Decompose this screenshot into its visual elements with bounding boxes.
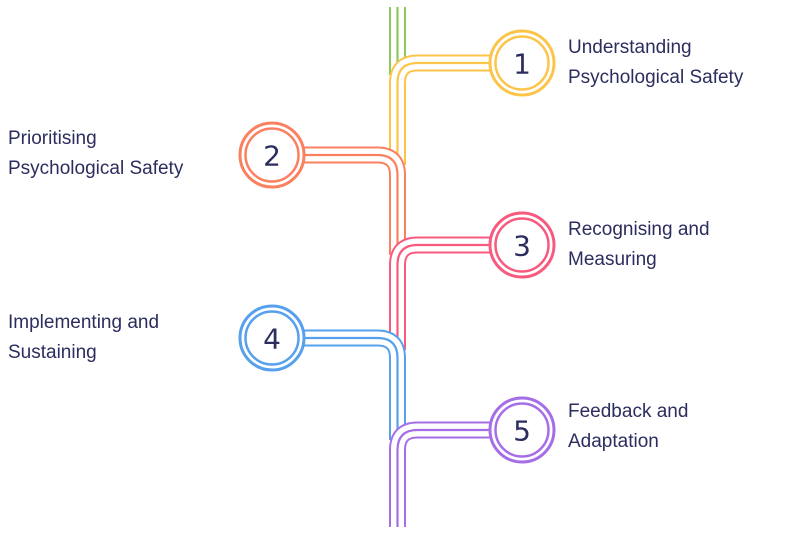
- step-1-title-line1: Understanding: [568, 37, 692, 58]
- step-4-title-line1: Implementing and: [8, 312, 160, 333]
- step-3-node: 3: [488, 211, 556, 279]
- node-ring: [494, 402, 550, 458]
- step-5-label: Feedback and Adaptation: [568, 397, 688, 457]
- step-2-number: 2: [263, 140, 281, 173]
- track-step-1: [389, 54, 492, 165]
- step-3-number: 3: [513, 230, 531, 263]
- node-ring: [494, 217, 550, 273]
- step-5-node: 5: [488, 396, 556, 464]
- step-2-title-line1: Prioritising: [8, 128, 97, 149]
- step-1-label: Understanding Psychological Safety: [568, 33, 743, 93]
- track-step-3: [389, 236, 492, 350]
- step-1-number: 1: [513, 48, 531, 81]
- track-step-2: [302, 146, 406, 255]
- step-3-label: Recognising and Measuring: [568, 215, 710, 275]
- track-step-5: [389, 421, 492, 527]
- step-4-number: 4: [263, 323, 281, 356]
- step-5-number: 5: [513, 415, 531, 448]
- step-5-title-line2: Adaptation: [568, 431, 659, 452]
- track-step-4: [302, 329, 406, 440]
- step-4-node: 4: [238, 304, 306, 372]
- node-ring: [244, 310, 300, 366]
- step-1-title-line2: Psychological Safety: [568, 67, 744, 88]
- step-1-node: 1: [488, 29, 556, 97]
- step-4-label: Implementing and Sustaining: [8, 308, 159, 368]
- node-ring: [494, 35, 550, 91]
- step-2-label: Prioritising Psychological Safety: [8, 124, 183, 184]
- step-5-title-line1: Feedback and: [568, 401, 689, 422]
- step-2-node: 2: [238, 121, 306, 189]
- step-3-title-line1: Recognising and: [568, 219, 710, 240]
- step-2-title-line2: Psychological Safety: [8, 158, 184, 179]
- step-3-title-line2: Measuring: [568, 249, 657, 270]
- node-ring: [244, 127, 300, 183]
- step-4-title-line2: Sustaining: [8, 342, 97, 363]
